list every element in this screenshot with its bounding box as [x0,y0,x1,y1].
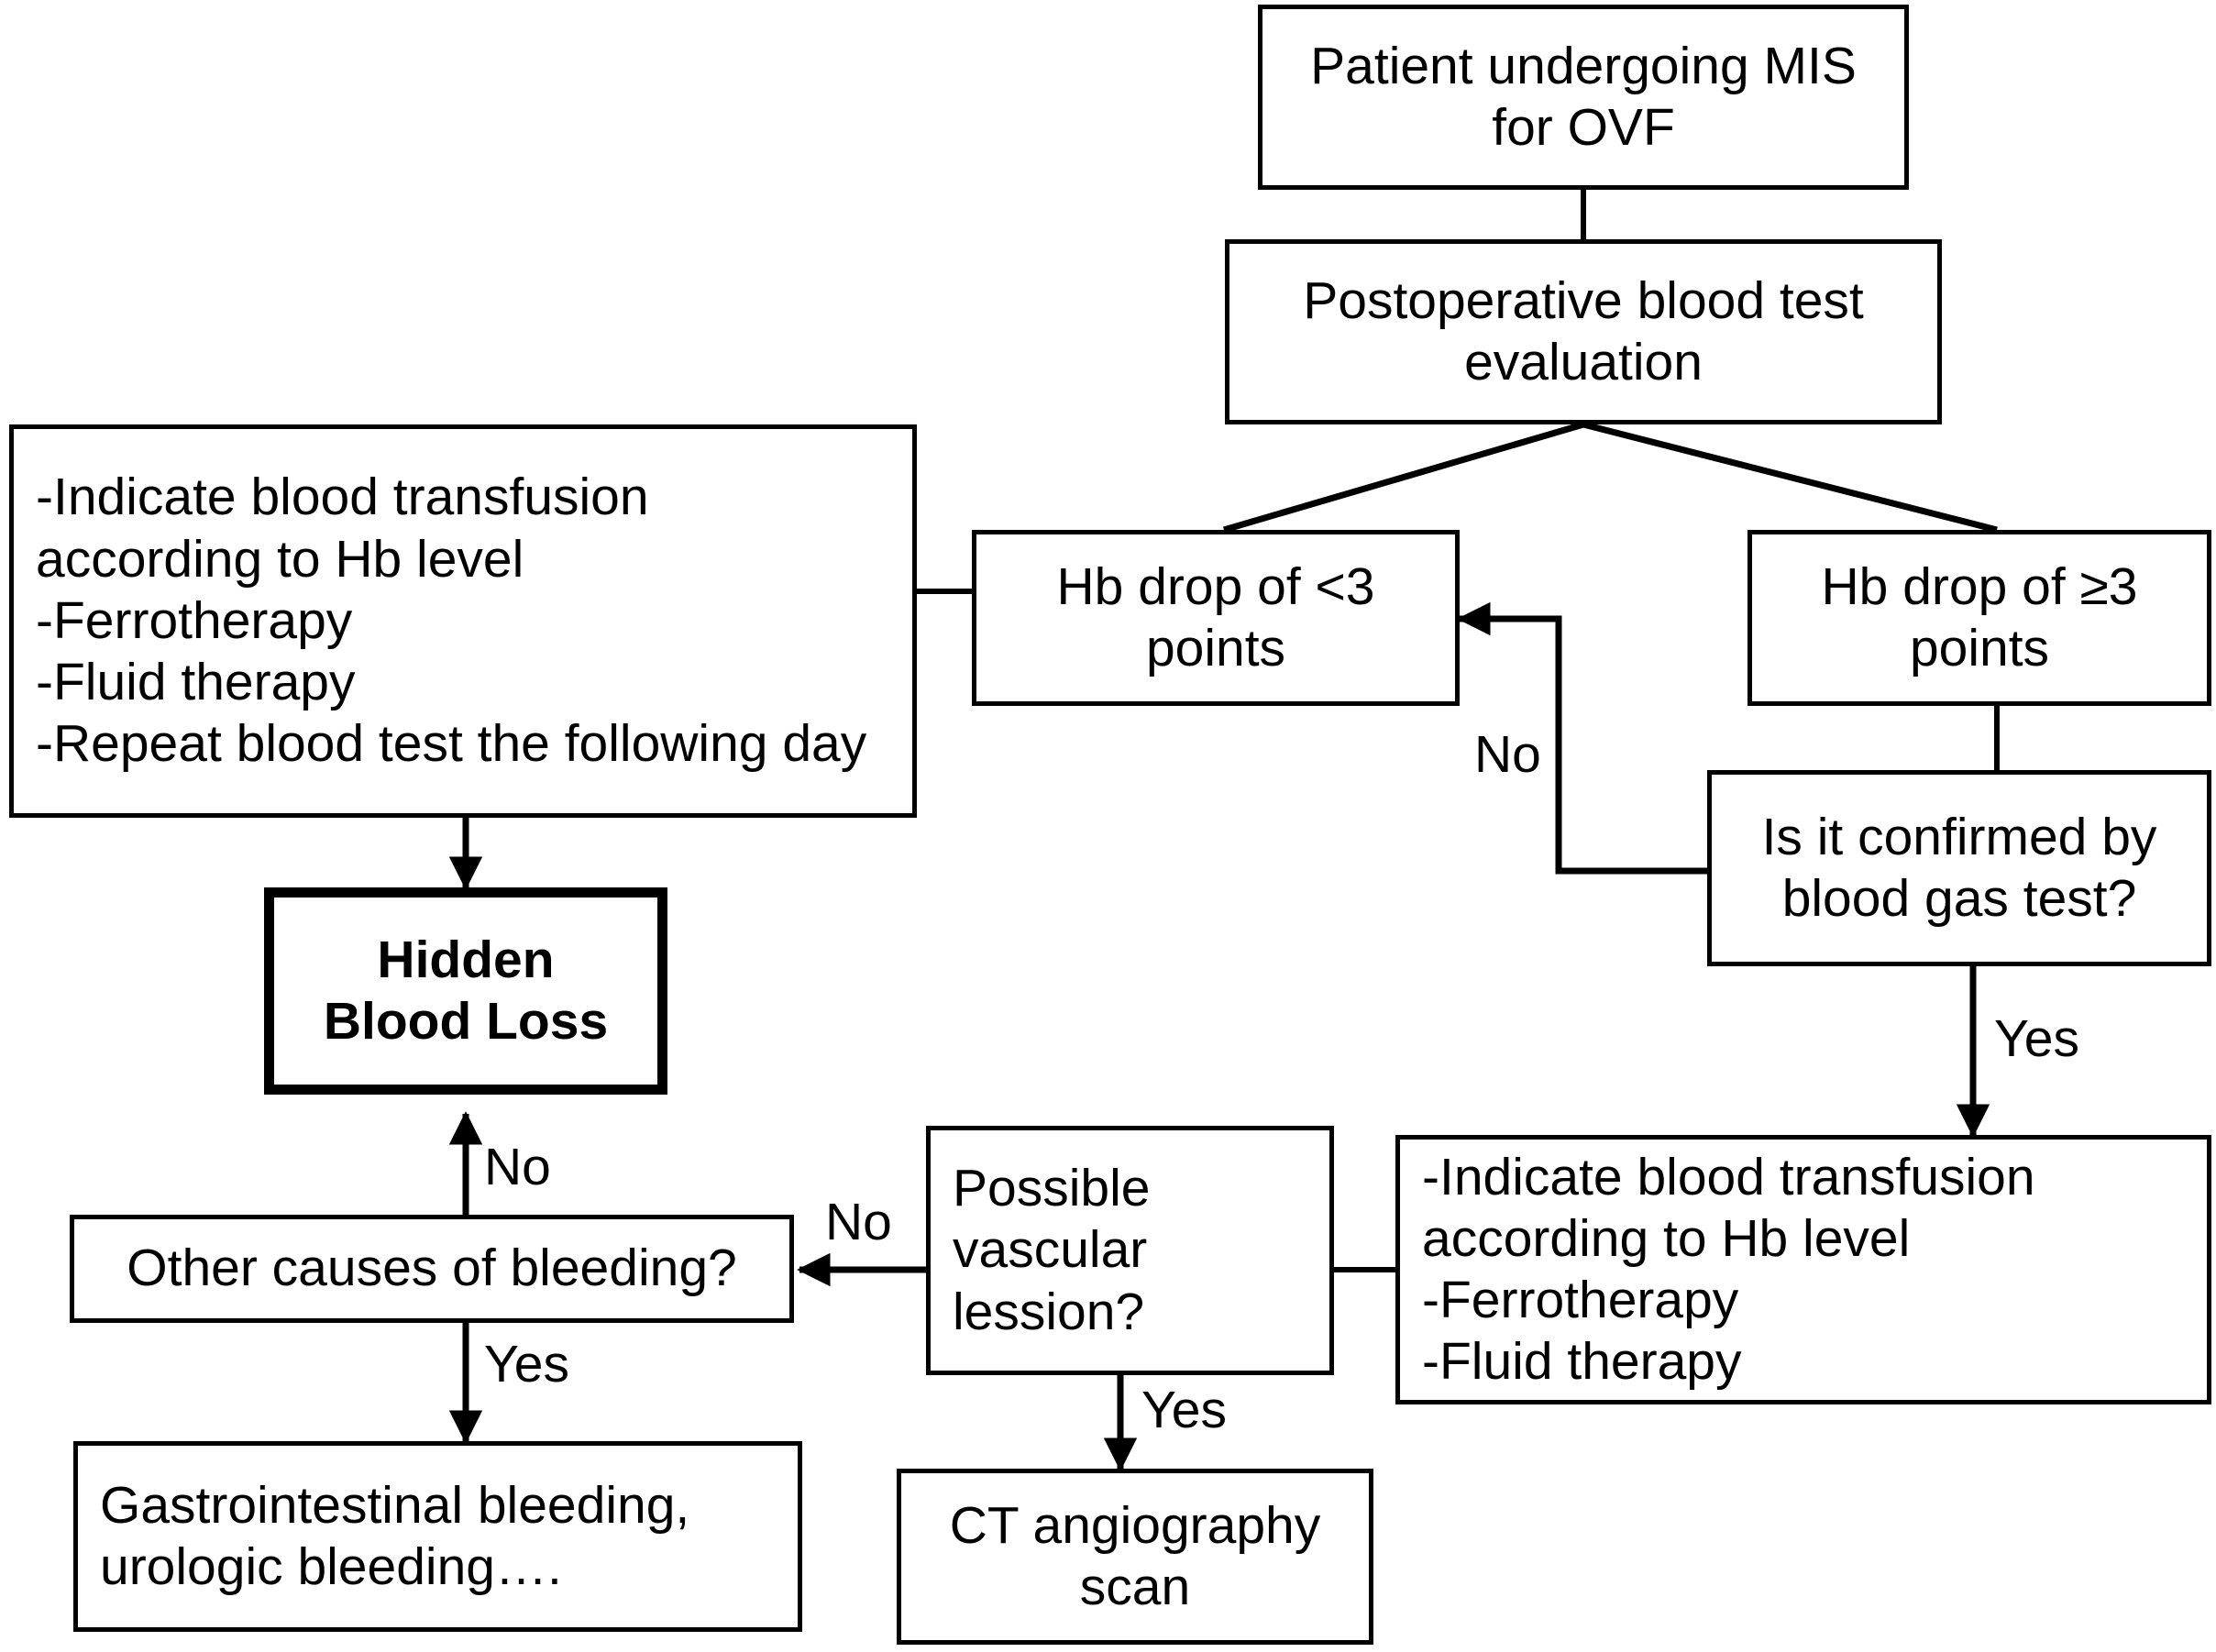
node-vascular-lesion-label: Possible vascular lession? [953,1159,1151,1341]
node-other-causes[interactable]: Other causes of bleeding? [70,1215,794,1323]
node-other-causes-label: Other causes of bleeding? [127,1239,737,1298]
edge-label-yes-bloodgas: Yes [1994,1009,2079,1068]
node-treatment-left[interactable]: -Indicate blood transfusion according to… [9,424,917,818]
node-hb-drop-ge3[interactable]: Hb drop of ≥3 points [1747,530,2211,706]
edge-label-no-other-causes: No [484,1138,551,1196]
node-treatment-right[interactable]: -Indicate blood transfusion according to… [1395,1135,2211,1404]
node-ct-angiography[interactable]: CT angiography scan [897,1469,1373,1645]
edge-label-yes-other-causes: Yes [484,1335,569,1393]
node-blood-gas-confirm[interactable]: Is it confirmed by blood gas test? [1707,770,2211,966]
node-hidden-blood-loss-label: Hidden Blood Loss [323,930,609,1051]
connector-postop-to-hb-ge3 [1582,421,1998,534]
edge-label-no-bloodgas: No [1474,725,1541,784]
node-hidden-blood-loss[interactable]: Hidden Blood Loss [264,887,667,1095]
node-vascular-lesion[interactable]: Possible vascular lession? [926,1126,1334,1375]
node-patient-mis[interactable]: Patient undergoing MIS for OVF [1258,5,1909,190]
node-patient-mis-label: Patient undergoing MIS for OVF [1310,36,1857,157]
edge-label-yes-vascular: Yes [1141,1381,1227,1439]
node-postop-blood-test[interactable]: Postoperative blood test evaluation [1225,239,1942,424]
node-treatment-left-label: -Indicate blood transfusion according to… [36,468,867,774]
node-hb-drop-ge3-label: Hb drop of ≥3 points [1821,556,2138,677]
edge-label-no-vascular: No [825,1193,892,1251]
node-treatment-right-label: -Indicate blood transfusion according to… [1422,1147,2035,1392]
node-gi-urologic-bleeding-label: Gastrointestinal bleeding, urologic blee… [100,1475,690,1596]
node-postop-blood-test-label: Postoperative blood test evaluation [1303,270,1864,391]
node-hb-drop-lt3[interactable]: Hb drop of <3 points [972,530,1460,706]
connector-postop-to-hb-lt3 [1223,421,1584,534]
node-gi-urologic-bleeding[interactable]: Gastrointestinal bleeding, urologic blee… [73,1441,802,1632]
node-ct-angiography-label: CT angiography scan [949,1495,1321,1616]
node-hb-drop-lt3-label: Hb drop of <3 points [1056,556,1375,677]
node-blood-gas-confirm-label: Is it confirmed by blood gas test? [1761,807,2157,928]
